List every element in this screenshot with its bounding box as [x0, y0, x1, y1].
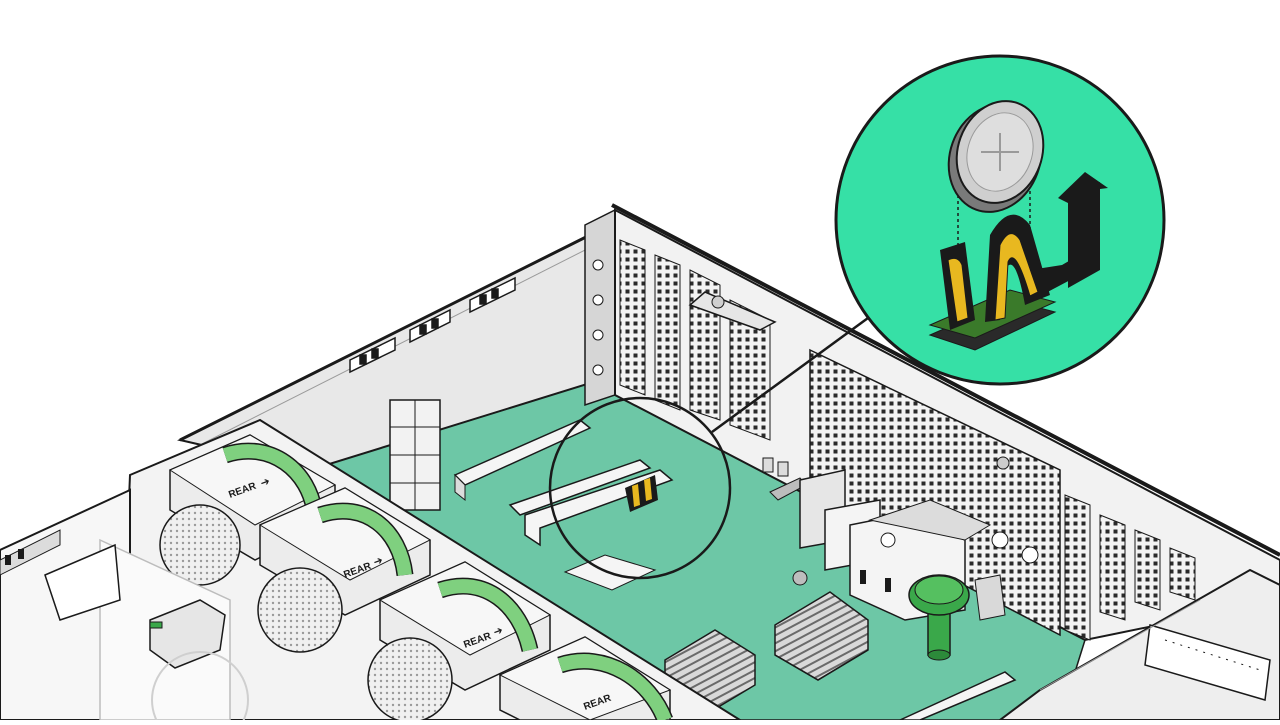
callout-indicator [548, 316, 869, 580]
fan-handle[interactable] [222, 444, 322, 517]
riser-connector-stack [389, 399, 441, 511]
fan-handle[interactable] [557, 654, 672, 723]
battery-holder-small [625, 475, 658, 512]
pcie-slot-1 [453, 419, 592, 502]
callout-source-ring [548, 396, 732, 580]
pcie-clamp-bracket [688, 291, 777, 331]
coin-battery [947, 100, 1045, 213]
rear-vent-grille [809, 348, 1061, 637]
fan-handle[interactable] [437, 579, 537, 652]
board-standoff [792, 570, 808, 586]
pcie-bracket-column [584, 208, 616, 407]
fan-module-3: REAR ➔ [367, 561, 552, 723]
battery-detail-callout [834, 54, 1166, 386]
green-thumbscrew [908, 574, 970, 661]
front-drive-cage [0, 488, 249, 725]
board-component [762, 457, 774, 473]
board-component [777, 461, 789, 477]
pcie-slot-2 [508, 459, 652, 516]
chassis-top-rail-slots [349, 276, 516, 374]
right-slot-covers [1064, 494, 1196, 641]
fan-handle[interactable] [317, 504, 412, 577]
fan-module-4: REAR [498, 636, 673, 724]
fan-assembly: REAR ➔ REAR ➔ REAR ➔ [118, 418, 744, 724]
fan-arrow-icon: ➔ [259, 474, 272, 489]
rear-screw [996, 456, 1010, 470]
callout-leader-line [711, 316, 869, 434]
fan-module-2: REAR ➔ [257, 487, 432, 653]
callout-circle [834, 54, 1166, 386]
motherboard-components [389, 399, 1039, 721]
fan-arrow-icon: ➔ [492, 623, 505, 638]
arrow-up-icon [1030, 172, 1108, 296]
fan-arrow-icon: ➔ [372, 553, 385, 568]
plus-icon [981, 133, 1019, 171]
fan-module-1: REAR ➔ [159, 434, 337, 586]
heatsink-large [774, 591, 869, 681]
